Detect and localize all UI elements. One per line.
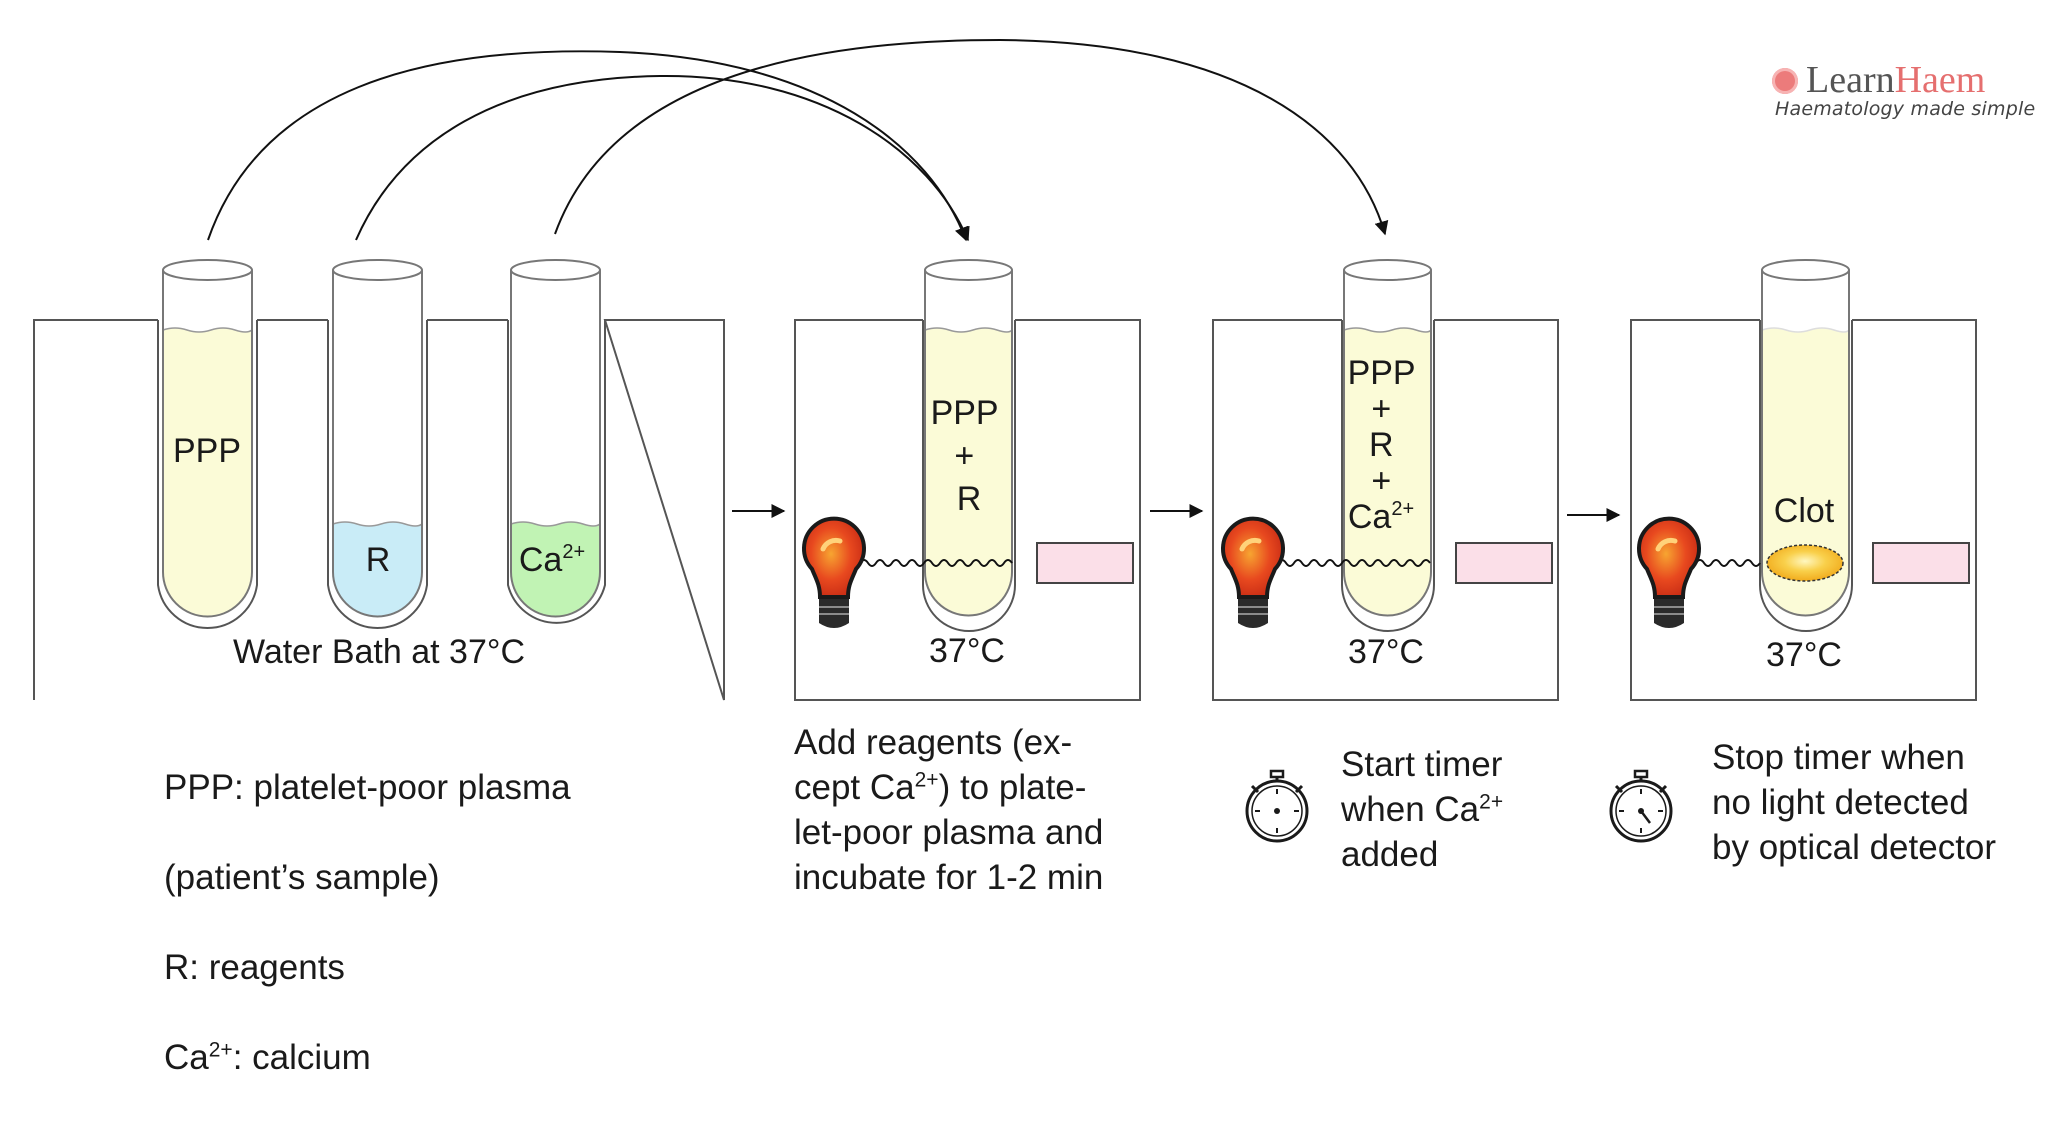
test-tube-reagent — [332, 259, 423, 618]
test-tube-clotted — [1761, 259, 1850, 617]
step3-caption: Start timer when Ca2+ added — [1341, 745, 1504, 874]
legend-caption: PPP: platelet-poor plasma (patient’s sam… — [164, 720, 571, 1125]
lightbulb-icon — [1223, 519, 1283, 628]
water-bath-panel: PPP R Ca2+ Water Bath at 37°C — [33, 259, 725, 701]
step4-temperature: 37°C — [1766, 636, 1842, 674]
light-beam — [859, 559, 1013, 567]
optical-detector — [1455, 542, 1553, 584]
logo-text-learn: Learn — [1806, 59, 1895, 101]
logo: LearnHaem — [1806, 58, 1985, 102]
clot-label: Clot — [1774, 492, 1835, 530]
timer-stop-panel: Clot 37°C — [1630, 259, 1977, 701]
logo-tagline: Haematology made simple — [1775, 98, 2036, 120]
test-tube-ppp-r — [924, 259, 1013, 617]
water-bath-label: Water Bath at 37°C — [233, 633, 525, 671]
step2-text: PPP + R — [931, 394, 1008, 518]
incubation-panel: PPP + R 37°C — [794, 259, 1141, 701]
test-tube-ppp — [162, 259, 253, 618]
curved-arrow — [207, 38, 1389, 242]
tube-label-ppp: PPP — [173, 432, 241, 470]
coagulation-test-diagram: PPP R Ca2+ Water Bath at 37°C PPP + R 37… — [33, 38, 1977, 843]
step2-temperature: 37°C — [929, 632, 1005, 670]
arrow-right-icon — [732, 504, 1621, 522]
logo-text-haem: Haem — [1894, 59, 1986, 101]
tube-label-r: R — [366, 541, 391, 579]
legend-reagents: R: reagents — [164, 948, 345, 987]
lightbulb-icon — [804, 519, 864, 628]
test-tube-ppp-r-ca — [1343, 259, 1432, 617]
timer-start-panel: PPP + R + Ca2+ 37°C — [1212, 259, 1559, 701]
light-beam — [1695, 559, 1761, 567]
stopwatch-icon — [1245, 769, 1309, 843]
step2-caption: Add reagents (ex- cept Ca2+) to plate- l… — [794, 723, 1104, 897]
step3-text: PPP + R + Ca2+ — [1348, 354, 1425, 536]
legend-ppp-sample: (patient’s sample) — [164, 858, 440, 897]
test-tube-calcium — [510, 259, 601, 618]
tube-label-ca: Ca2+ — [519, 541, 585, 579]
lightbulb-icon — [1639, 519, 1699, 628]
clot — [1766, 544, 1844, 582]
step3-temperature: 37°C — [1348, 633, 1424, 671]
light-beam — [1277, 559, 1431, 567]
optical-detector — [1036, 542, 1134, 584]
step4-caption: Stop timer when no light detected by opt… — [1712, 738, 1997, 867]
stopwatch-icon — [1609, 769, 1673, 843]
optical-detector — [1872, 542, 1970, 584]
legend-ppp: PPP: platelet-poor plasma — [164, 768, 571, 807]
legend-calcium: Ca2+: calcium — [164, 1038, 371, 1077]
logo-mark — [1772, 68, 1798, 94]
